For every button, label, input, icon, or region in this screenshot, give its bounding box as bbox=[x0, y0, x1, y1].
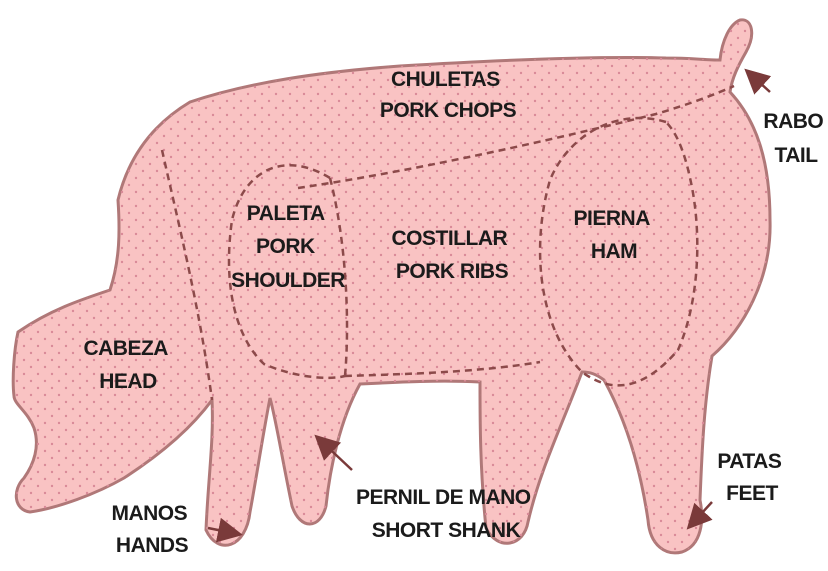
patas-spanish: PATAS bbox=[717, 450, 781, 473]
manos-spanish: MANOS bbox=[111, 502, 187, 525]
chuletas-english: PORK CHOPS bbox=[380, 99, 517, 122]
paleta-english-2: SHOULDER bbox=[231, 269, 345, 292]
pernil-spanish: PERNIL DE MANO bbox=[356, 486, 531, 509]
pierna-english: HAM bbox=[591, 240, 637, 263]
cabeza-english: HEAD bbox=[99, 370, 157, 393]
rabo-english: TAIL bbox=[774, 144, 818, 167]
paleta-english-1: PORK bbox=[256, 235, 315, 258]
cabeza-spanish: CABEZA bbox=[83, 337, 168, 360]
label-manos: MANOS HANDS bbox=[111, 502, 192, 557]
chuletas-spanish: CHULETAS bbox=[391, 68, 500, 91]
costillar-spanish: COSTILLAR bbox=[392, 227, 508, 250]
costillar-english: PORK RIBS bbox=[396, 260, 509, 283]
rabo-spanish: RABO bbox=[763, 110, 823, 133]
paleta-spanish: PALETA bbox=[247, 202, 325, 225]
manos-english: HANDS bbox=[116, 534, 189, 557]
label-patas: PATAS FEET bbox=[717, 450, 786, 505]
label-rabo: RABO TAIL bbox=[763, 110, 828, 167]
tail-arrow bbox=[748, 72, 770, 92]
pernil-english: SHORT SHANK bbox=[372, 519, 521, 542]
pierna-spanish: PIERNA bbox=[574, 207, 651, 230]
patas-english: FEET bbox=[726, 482, 778, 505]
